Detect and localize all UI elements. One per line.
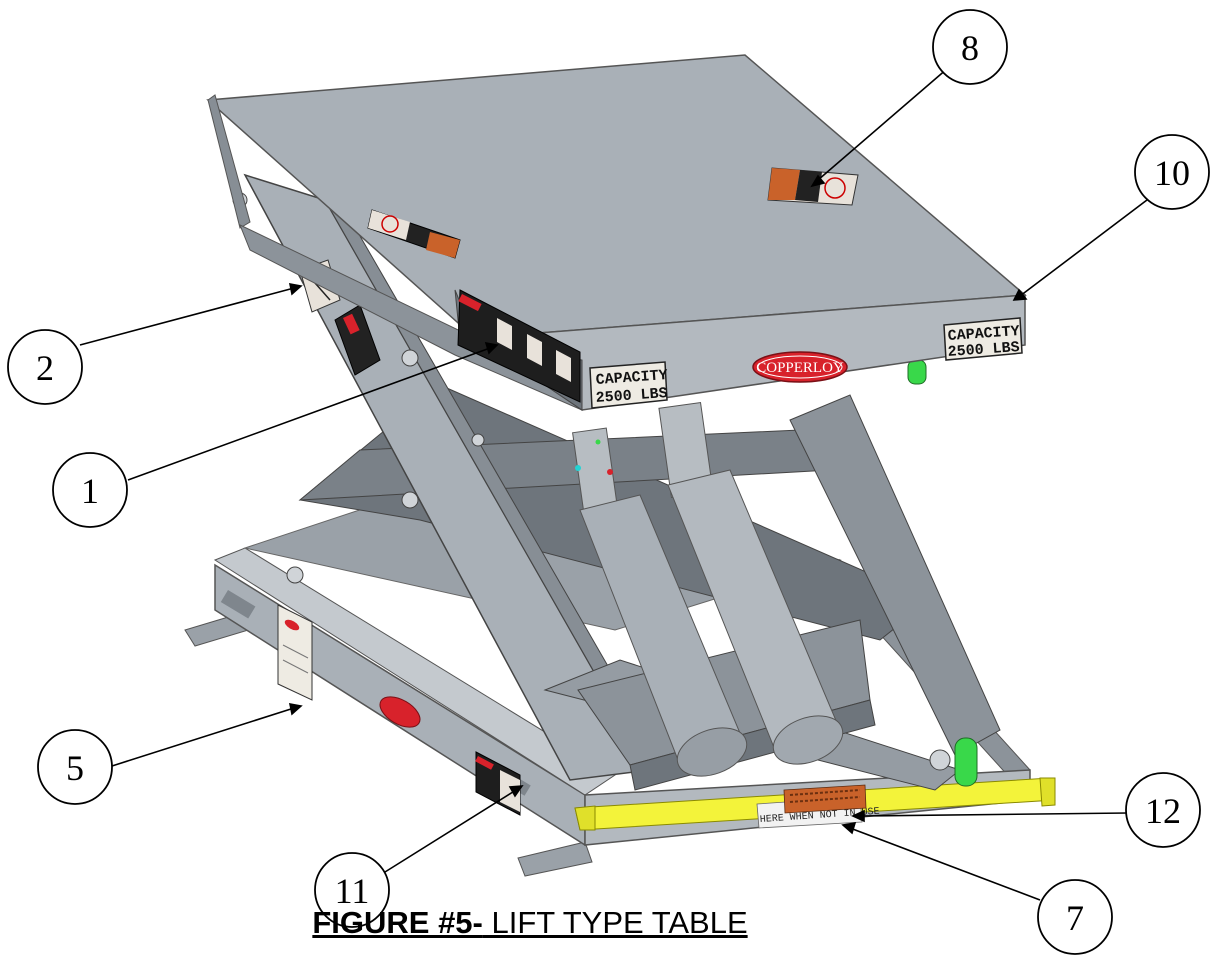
top-platform: CAPACITY 2500 LBS CAPACITY 2500 LBS COPP… xyxy=(206,54,1027,411)
pivot-bolt xyxy=(471,433,485,447)
pivot-bolt xyxy=(401,491,419,509)
right-scissor-arm xyxy=(789,394,1001,756)
capacity-front-line2: 2500 LBS xyxy=(595,385,668,407)
callouts: 8 10 2 1 5 12 11 7 xyxy=(7,9,1210,955)
callout-5-label: 5 xyxy=(66,748,84,788)
right-cylinder xyxy=(658,401,844,765)
capacity-decal-front: CAPACITY 2500 LBS xyxy=(589,361,668,409)
deck-warning-decal-rear xyxy=(367,209,461,259)
left-cylinder xyxy=(572,427,748,777)
callout-8: 8 xyxy=(932,9,1008,85)
green-roller xyxy=(907,359,927,385)
capacity-right-line2: 2500 LBS xyxy=(947,339,1020,361)
base-rail-decals xyxy=(277,604,521,816)
callout-11-label: 11 xyxy=(335,871,370,911)
deck-left-skirt xyxy=(239,223,583,411)
figure-caption-title: LIFT TYPE TABLE xyxy=(482,905,748,940)
mount-foot xyxy=(517,841,593,877)
callout-10-label: 10 xyxy=(1154,153,1190,193)
callout-11: 11 xyxy=(314,852,390,928)
green-roller xyxy=(954,737,978,787)
callout-1-label: 1 xyxy=(81,471,99,511)
pivot-bolt xyxy=(286,566,304,584)
callout-12-label: 12 xyxy=(1145,791,1181,831)
skirt-warning-decals xyxy=(457,289,581,403)
leader-line-1 xyxy=(127,347,491,481)
figure-caption: FIGURE #5- LIFT TYPE TABLE xyxy=(0,905,1060,941)
callout-7-label: 7 xyxy=(1066,898,1084,938)
callout-8-label: 8 xyxy=(961,28,979,68)
brand-logo-text: COPPERLOY xyxy=(756,360,844,376)
leader-line-11 xyxy=(384,789,517,873)
leader-line-7 xyxy=(849,827,1041,901)
callout-10: 10 xyxy=(1134,134,1210,210)
leader-line-5 xyxy=(111,707,295,767)
pivot-bolt xyxy=(401,349,419,367)
base-brand-logo xyxy=(379,696,421,728)
callout-2-label: 2 xyxy=(36,348,54,388)
leader-line-8 xyxy=(817,67,949,181)
orange-decal xyxy=(783,784,867,814)
callout-12: 12 xyxy=(1125,772,1201,848)
callout-2: 2 xyxy=(7,329,83,405)
pivot-bolt xyxy=(929,749,951,771)
brand-logo: COPPERLOY xyxy=(752,351,848,383)
callout-5: 5 xyxy=(37,729,113,805)
capacity-right-line1: CAPACITY xyxy=(947,323,1020,345)
base-info-plate xyxy=(277,604,313,701)
capacity-front-line1: CAPACITY xyxy=(595,367,668,389)
figure-caption-number: FIGURE #5- xyxy=(312,905,483,940)
leader-line-10 xyxy=(1019,199,1148,297)
capacity-decal-right: CAPACITY 2500 LBS xyxy=(943,317,1023,361)
callout-1: 1 xyxy=(52,452,128,528)
hydraulic-cylinders xyxy=(572,401,876,791)
callout-7: 7 xyxy=(1037,879,1113,955)
leader-line-2 xyxy=(79,287,295,346)
leader-line-12 xyxy=(859,812,1129,817)
leader-lines xyxy=(79,67,1148,901)
safety-bar: HERE WHEN NOT IN USE xyxy=(574,777,1056,831)
